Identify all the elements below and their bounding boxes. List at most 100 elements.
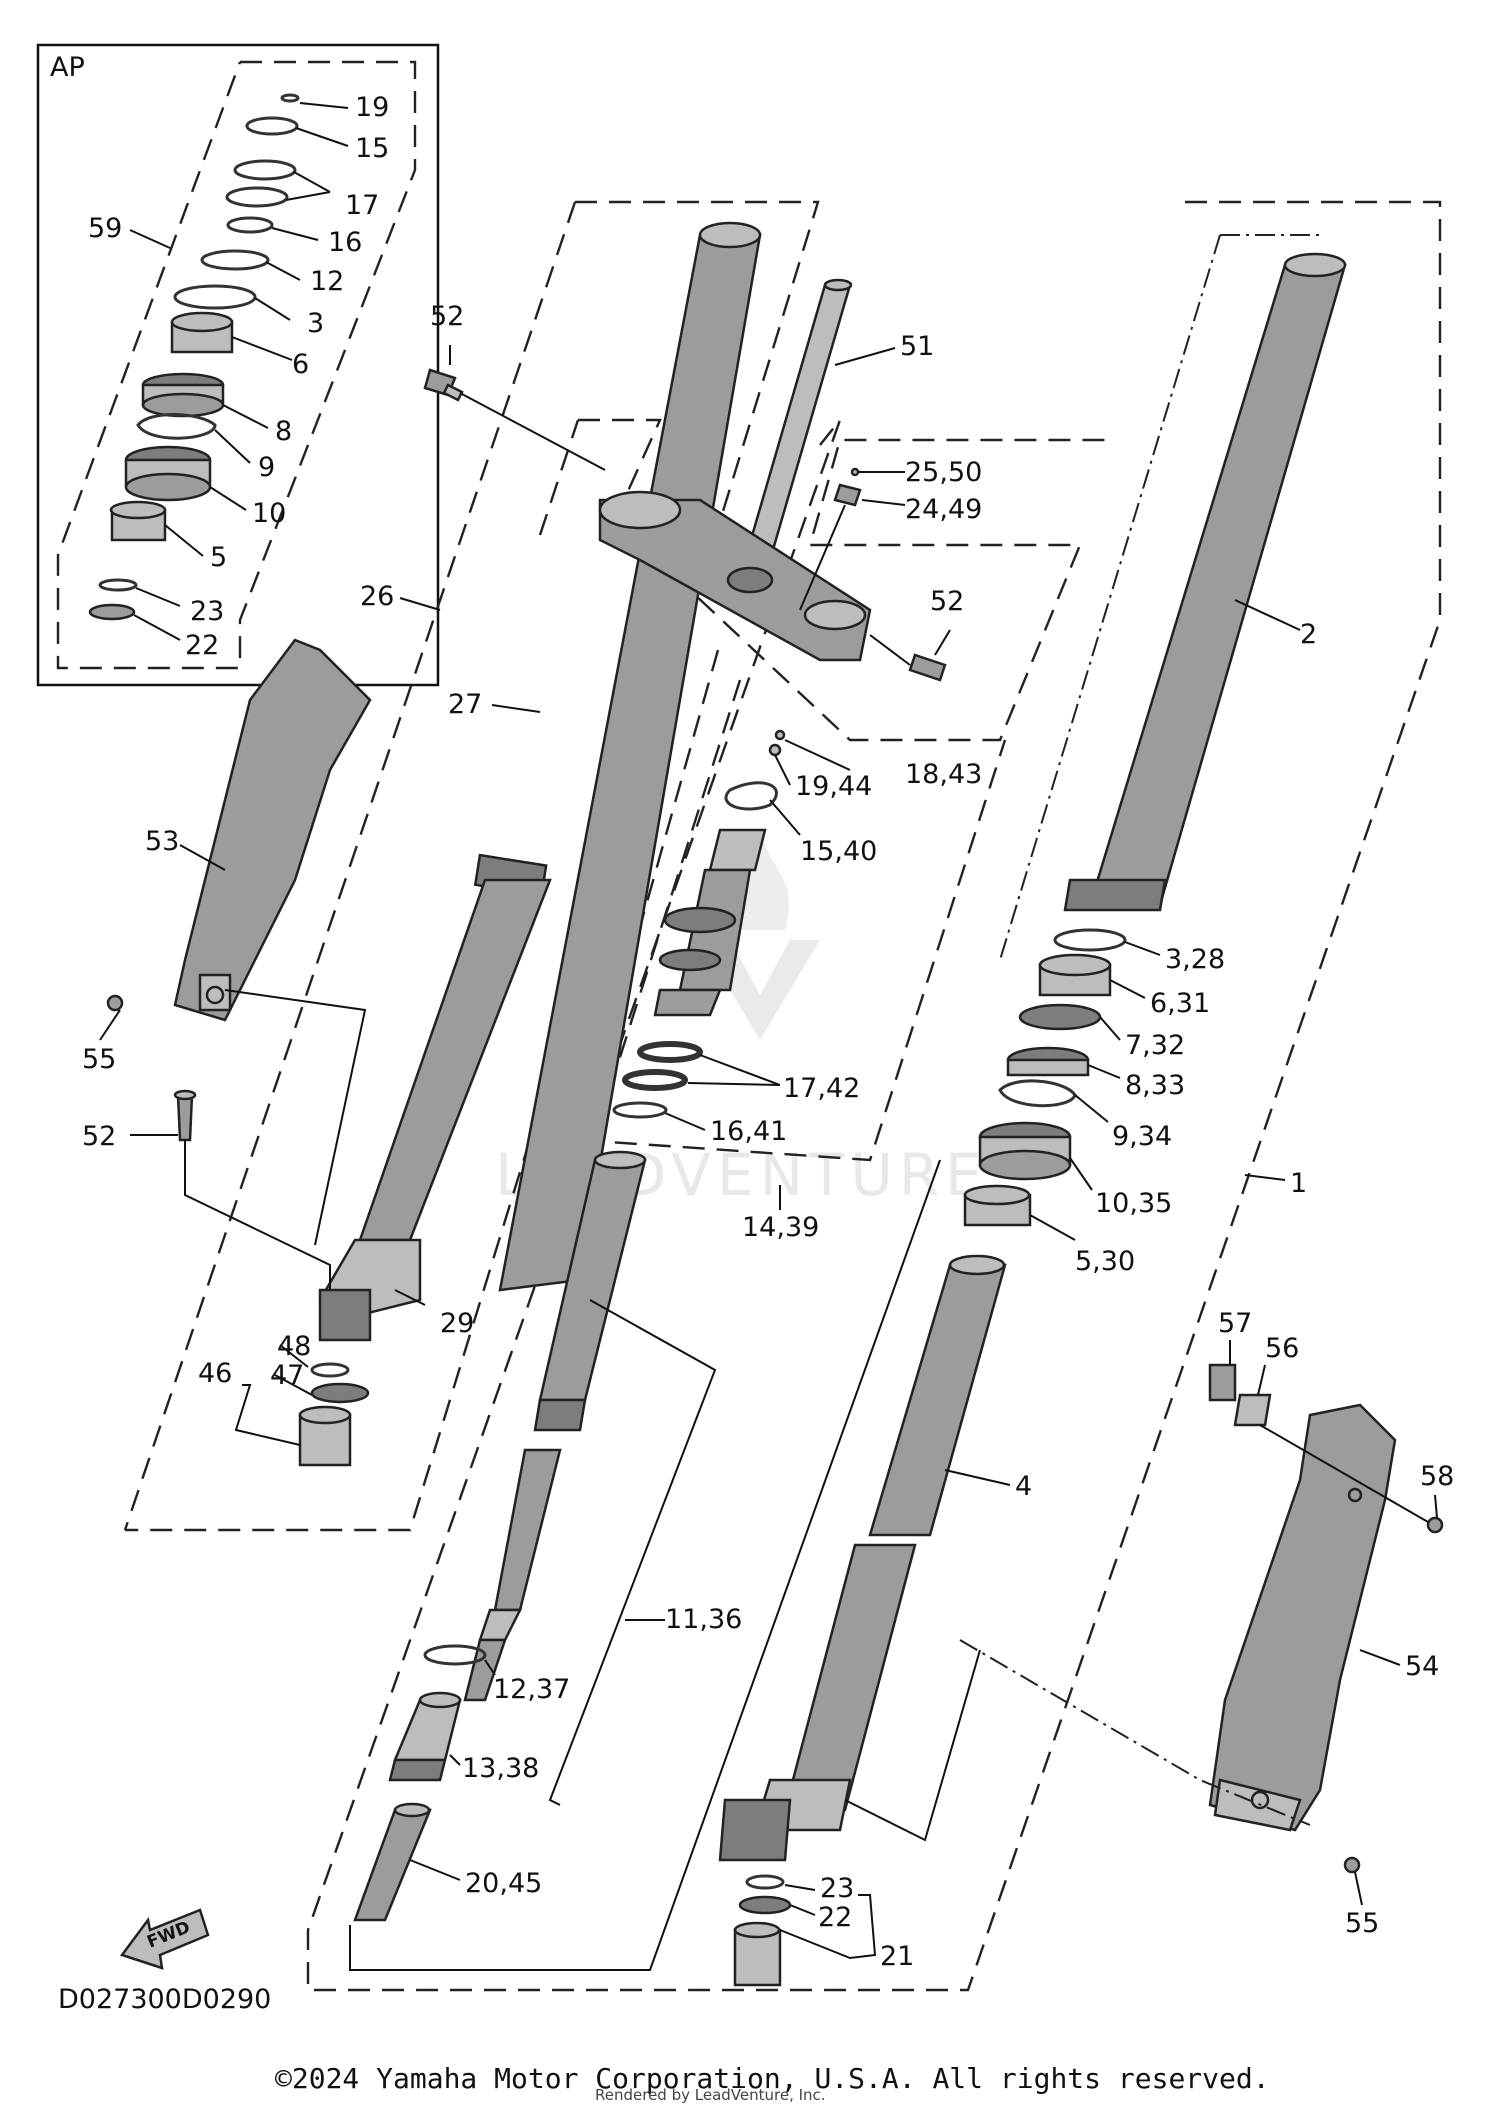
part-2-outer-tube: [1063, 252, 1347, 912]
label-9-ap: 9: [258, 452, 275, 483]
label-55-left: 55: [82, 1044, 116, 1075]
label-11-36: 11,36: [665, 1604, 742, 1635]
label-23-ap: 23: [190, 596, 224, 627]
leader-20-45-drop: [349, 1159, 941, 1971]
label-25-50: 25,50: [905, 457, 982, 488]
label-16-41: 16,41: [710, 1116, 787, 1147]
leader-53-link: [224, 989, 367, 1246]
label-48: 48: [277, 1331, 311, 1362]
label-21: 21: [880, 1941, 914, 1972]
label-9-34: 9,34: [1112, 1121, 1172, 1152]
label-19-44: 19,44: [795, 771, 872, 802]
part-24-25: [833, 467, 862, 507]
leader-53: [179, 844, 226, 871]
label-2: 2: [1300, 619, 1317, 650]
label-29: 29: [440, 1308, 474, 1339]
label-4: 4: [1015, 1471, 1032, 1502]
leader-13-38: [449, 1754, 461, 1766]
leader-55-right: [1354, 1871, 1363, 1906]
leader-24-49: [861, 499, 906, 506]
label-24-49: 24,49: [905, 494, 982, 525]
leader-58: [1434, 1494, 1438, 1519]
label-12-ap: 12: [310, 266, 344, 297]
leader-15-40: [769, 799, 801, 836]
leader-54: [1359, 1649, 1401, 1666]
label-47: 47: [270, 1360, 304, 1391]
label-15-ap: 15: [355, 133, 389, 164]
fwd-arrow-icon: FWD: [119, 1908, 210, 1970]
leader-23-bottom: [784, 1884, 816, 1891]
leader-17-42: [687, 1054, 781, 1086]
leader-18-43: [784, 739, 851, 771]
ap-box: [36, 43, 440, 687]
rendered-by: Rendered by LeadVenture, Inc.: [595, 2086, 826, 2104]
leader-26: [399, 597, 441, 611]
label-3-28: 3,28: [1165, 944, 1225, 975]
leader-55-left: [99, 1009, 121, 1041]
part-53-fork-guard: [173, 638, 372, 1022]
label-8-33: 8,33: [1125, 1070, 1185, 1101]
leader-2: [1234, 599, 1301, 631]
label-5-ap: 5: [210, 542, 227, 573]
leader-27: [491, 704, 541, 713]
right-ring-leaders: [1029, 941, 1286, 1241]
label-14-39: 14,39: [742, 1212, 819, 1243]
leader-56-bolt: [1259, 1424, 1429, 1523]
outline-26-left: [123, 201, 577, 1531]
leader-46: [234, 1384, 301, 1446]
label-8-ap: 8: [275, 416, 292, 447]
label-13-38: 13,38: [462, 1753, 539, 1784]
outline-inner-left: [538, 419, 580, 536]
leader-29: [394, 1289, 426, 1306]
leader-11-36: [548, 1299, 717, 1806]
label-20-45: 20,45: [465, 1868, 542, 1899]
label-57: 57: [1218, 1308, 1252, 1339]
label-59: 59: [88, 213, 122, 244]
outline-inner-14b: [598, 679, 742, 1121]
leader-56: [1257, 1364, 1266, 1396]
ap-parts: [88, 93, 300, 621]
label-52-right: 52: [930, 586, 964, 617]
bolt-55-right: [1343, 1856, 1361, 1874]
leader-20-45: [409, 1859, 461, 1881]
label-56: 56: [1265, 1333, 1299, 1364]
leader-51: [834, 347, 896, 366]
label-5-30: 5,30: [1075, 1246, 1135, 1277]
label-22-ap: 22: [185, 630, 219, 661]
label-53: 53: [145, 826, 179, 857]
leader-19-44: [774, 754, 791, 786]
label-6-31: 6,31: [1150, 988, 1210, 1019]
right-ring-stack: [963, 928, 1127, 1227]
ap-kit-outline: [56, 60, 417, 670]
label-19-ap: 19: [355, 92, 389, 123]
label-26: 26: [360, 581, 394, 612]
cartridge-assembly: [612, 729, 786, 1119]
diagram-code: D027300D0290: [58, 1984, 271, 2015]
label-16-ap: 16: [328, 227, 362, 258]
bolt-52-top: [423, 368, 464, 402]
label-17-42: 17,42: [783, 1073, 860, 1104]
outline-1: [306, 200, 1442, 1992]
outline-inner-14: [578, 649, 1007, 1162]
leader-48: [279, 1344, 309, 1368]
label-6-ap: 6: [292, 349, 309, 380]
leader-24-49-drop: [799, 504, 846, 611]
leader-16-41: [664, 1112, 706, 1131]
label-27: 27: [448, 689, 482, 720]
label-7-32: 7,32: [1125, 1030, 1185, 1061]
outline-inner-top: [578, 418, 1110, 742]
label-15-40: 15,40: [800, 836, 877, 867]
bolt-52-right: [908, 653, 947, 682]
label-23-bottom: 23: [820, 1873, 854, 1904]
part-12-13-20: [353, 1644, 487, 1922]
axis-54: [959, 1639, 1311, 1826]
label-55-right: 55: [1345, 1908, 1379, 1939]
ap-label: AP: [50, 52, 85, 83]
leader-47: [274, 1374, 313, 1396]
leader-4: [944, 1469, 1011, 1486]
part-4-outer-leg: [718, 1254, 1007, 1862]
label-3-ap: 3: [307, 308, 324, 339]
label-54: 54: [1405, 1651, 1439, 1682]
label-46: 46: [198, 1358, 232, 1389]
label-52-left: 52: [82, 1121, 116, 1152]
